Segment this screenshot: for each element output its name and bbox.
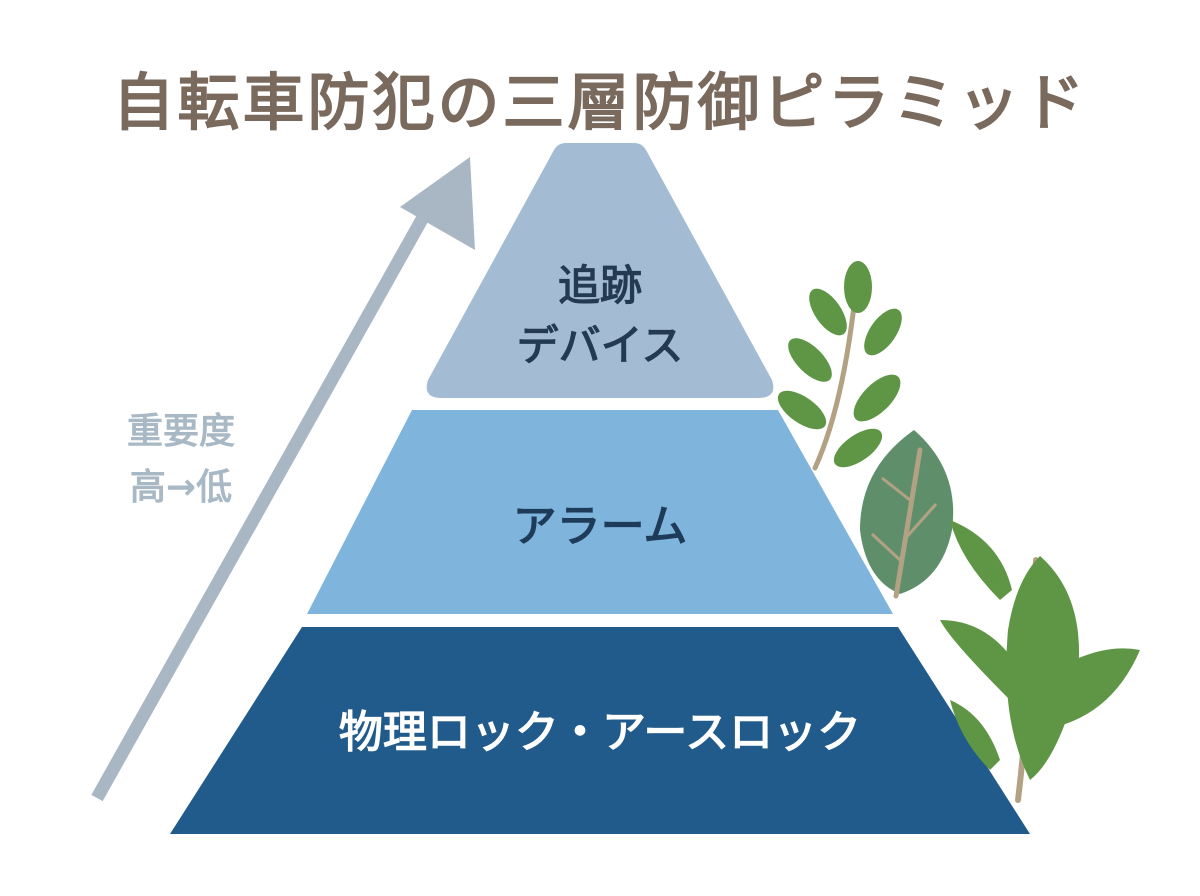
leaf-sprig-lower [940,520,1140,803]
tier-top-label-line1: 追跡 [557,261,642,310]
tier-top-label: 追跡 デバイス [430,256,770,376]
importance-label-line1: 重要度 [126,411,235,452]
leaf-sprig-upper [777,261,902,471]
pyramid-tier-bottom [170,627,1030,834]
arrow-shaft [91,201,436,802]
importance-label-line2: 高→低 [129,467,233,508]
tier-top-label-line2: デバイス [516,321,684,370]
tier-middle-label: アラーム [512,501,688,552]
arrow-head [400,157,475,250]
pyramid-tier-top [426,143,774,398]
page-title: 自転車防犯の三層防御ピラミッド [112,66,1088,139]
tier-bottom-label: 物理ロック・アースロック [338,707,862,758]
leaf-serrated-middle [860,430,954,599]
pyramid-tier-middle [307,410,893,614]
leaf-branch-decoration [777,261,1140,803]
importance-arrow [91,157,475,802]
